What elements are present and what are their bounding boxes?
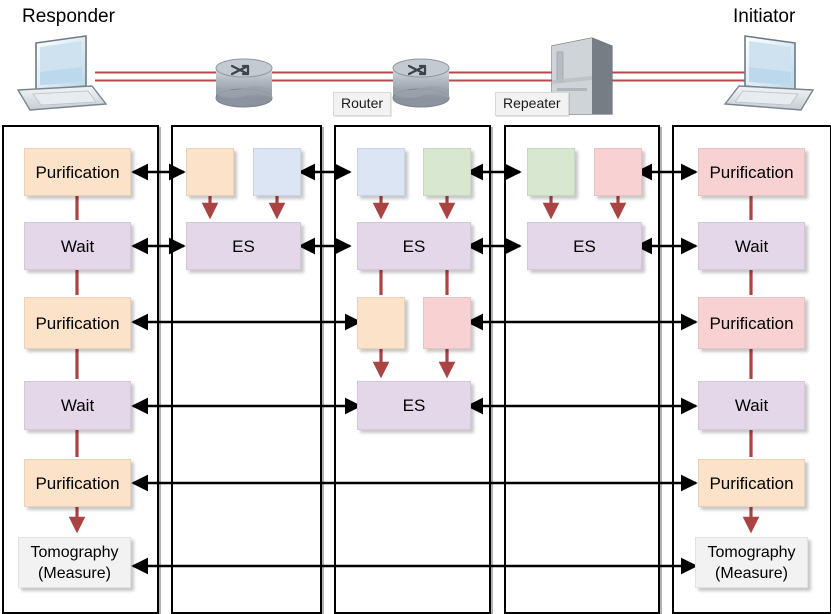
router2-qubit-blue[interactable] [357,148,405,196]
initiator-tomography-subtitle: (Measure) [715,564,788,582]
router2-qubit-green[interactable] [423,148,471,196]
router-2-icon [392,58,450,108]
responder-purification-2[interactable]: Purification [24,297,131,349]
router1-qubit-peach[interactable] [186,148,234,196]
laptop-initiator-icon [723,35,815,111]
router2-entanglement-swap-2[interactable]: ES [357,381,471,430]
responder-wait-1[interactable]: Wait [24,222,131,270]
router-label: Router [333,92,392,116]
router2-entanglement-swap-1[interactable]: ES [357,222,471,270]
initiator-purification-3[interactable]: Purification [698,459,805,507]
laptop-responder-icon [16,35,108,111]
router1-qubit-blue[interactable] [253,148,301,196]
network-topology [16,35,815,115]
repeater-qubit-green[interactable] [527,148,575,196]
initiator-wait-1[interactable]: Wait [698,222,805,270]
responder-purification-1[interactable]: Purification [24,148,131,196]
initiator-tomography-title: Tomography [707,543,796,561]
repeater-qubit-pink[interactable] [594,148,642,196]
responder-purification-3[interactable]: Purification [24,459,131,507]
lane-repeater [504,125,660,614]
responder-wait-2[interactable]: Wait [24,381,131,430]
initiator-wait-2[interactable]: Wait [698,381,805,430]
router2-qubit-pink[interactable] [423,297,471,349]
lane-router-2 [334,125,491,614]
router1-entanglement-swap[interactable]: ES [186,222,301,270]
router2-qubit-peach[interactable] [357,297,405,349]
repeater-entanglement-swap[interactable]: ES [527,222,642,270]
router-1-icon [215,58,273,108]
initiator-purification-1[interactable]: Purification [698,148,805,196]
responder-tomography-subtitle: (Measure) [38,564,111,582]
responder-tomography-title: Tomography [30,543,119,561]
initiator-purification-2[interactable]: Purification [698,297,805,349]
responder-title: Responder [22,6,115,27]
initiator-title: Initiator [733,6,796,27]
repeater-label: Repeater [495,92,569,116]
lane-router-1 [171,125,322,614]
responder-tomography[interactable]: Tomography (Measure) [18,537,131,588]
initiator-tomography[interactable]: Tomography (Measure) [695,537,808,588]
